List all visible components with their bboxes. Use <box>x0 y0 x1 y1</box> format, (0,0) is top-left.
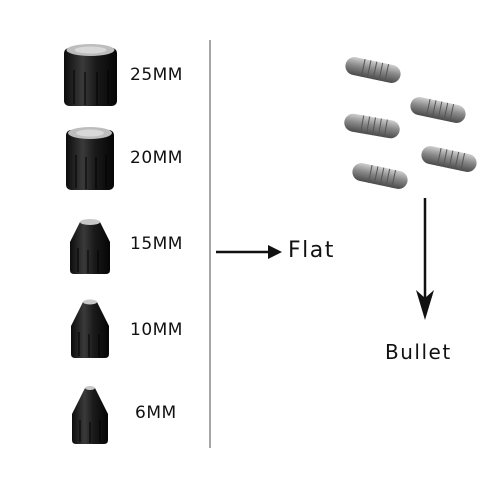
tip-label-20mm: 20MM <box>130 148 183 168</box>
tip-20mm-image <box>66 127 114 190</box>
tip-label-10mm: 10MM <box>130 320 183 340</box>
bullet-tips-image <box>344 57 477 189</box>
tip-label-25mm: 25MM <box>130 65 183 85</box>
flat-arrow <box>216 245 282 259</box>
flat-label: Flat <box>288 238 335 263</box>
tip-6mm-image <box>72 386 108 444</box>
tip-25mm-image <box>64 44 117 106</box>
tip-label-6mm: 6MM <box>135 403 177 423</box>
tip-label-15mm: 15MM <box>130 234 183 254</box>
bullet-arrow <box>416 198 434 320</box>
tip-15mm-image <box>70 219 110 274</box>
bullet-label: Bullet <box>385 340 452 364</box>
tip-10mm-image <box>71 299 109 358</box>
